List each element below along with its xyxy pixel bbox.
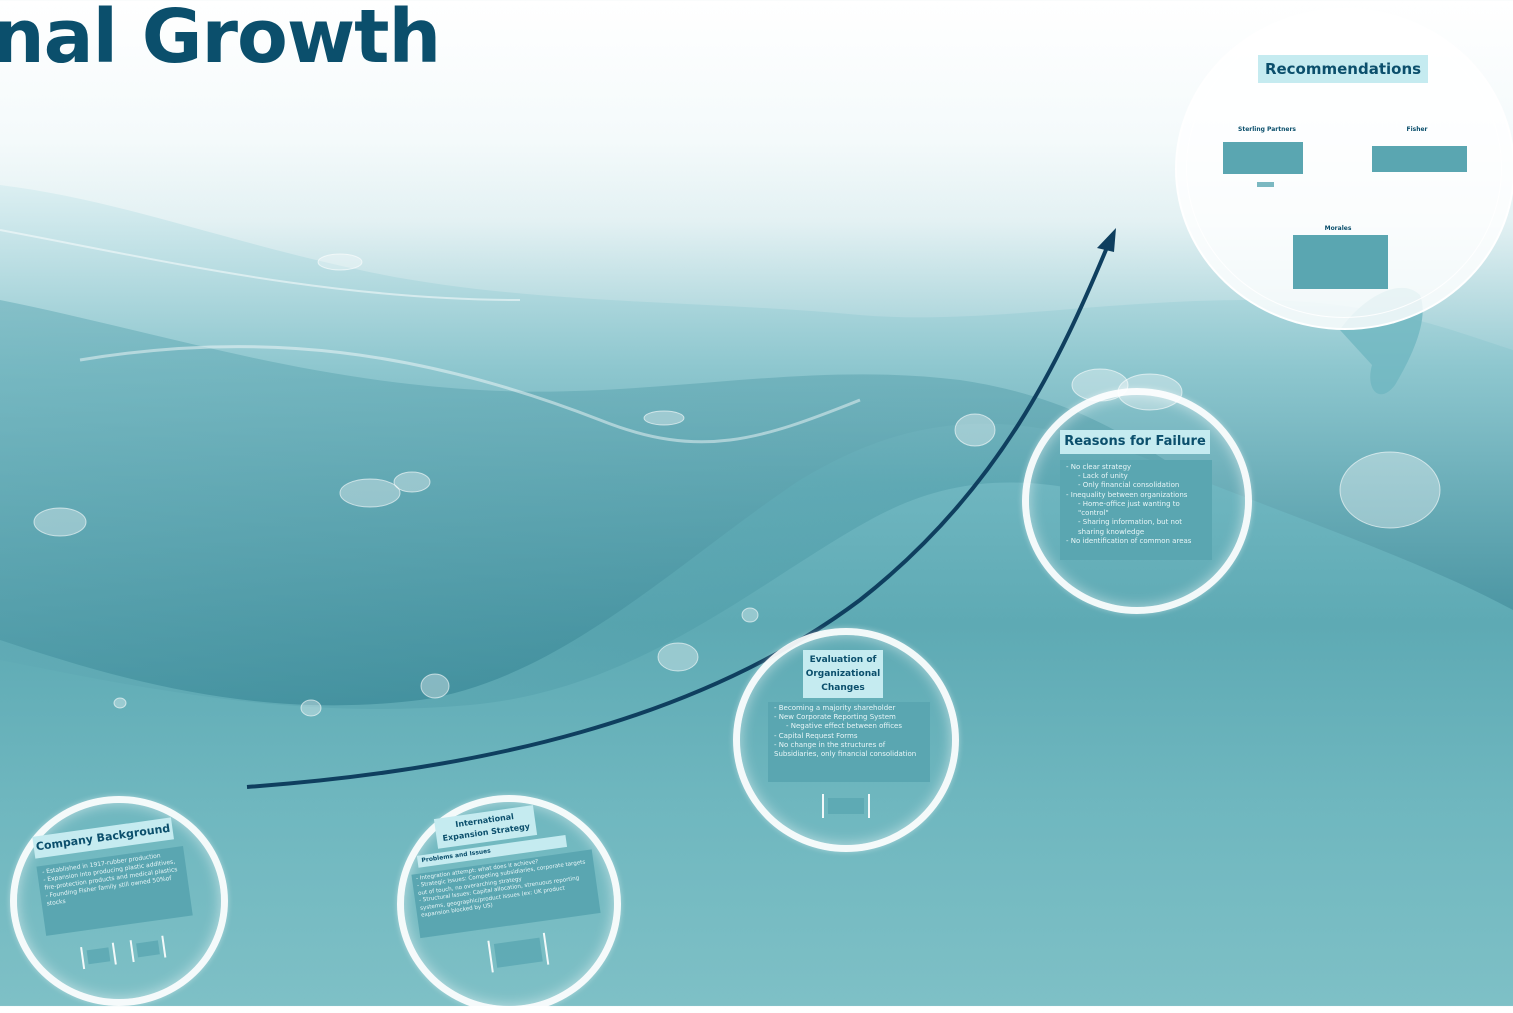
morales-card[interactable] bbox=[1293, 235, 1388, 289]
wave-highlight bbox=[0, 229, 521, 301]
reasons-circle[interactable] bbox=[1022, 388, 1252, 614]
growth-arrow-head bbox=[1097, 228, 1116, 252]
sterling-partners-heading: Sterling Partners bbox=[1238, 126, 1296, 133]
reasons-item: - No identification of common areas bbox=[1066, 536, 1192, 545]
fisher-heading: Fisher bbox=[1406, 126, 1428, 133]
reasons-item: - No clear strategy bbox=[1066, 463, 1132, 471]
expansion-mini-frame[interactable] bbox=[487, 932, 550, 973]
growth-arrow bbox=[246, 244, 1110, 789]
fisher-card[interactable] bbox=[1372, 146, 1467, 172]
evaluation-item: - New Corporate Reporting System bbox=[774, 713, 896, 722]
background-mini-frame[interactable] bbox=[129, 935, 167, 963]
evaluation-heading[interactable]: Evaluation of Organizational Changes bbox=[803, 650, 883, 698]
expansion-group: International Expansion Strategy Problem… bbox=[398, 794, 613, 1009]
background-mini-frame[interactable] bbox=[80, 942, 117, 970]
reasons-card[interactable]: - No clear strategy - Lack of unity - On… bbox=[1060, 460, 1212, 560]
background-group: Company Background - Established in 1917… bbox=[9, 804, 221, 999]
page-title: nal Growth bbox=[0, 0, 441, 80]
reasons-heading[interactable]: Reasons for Failure bbox=[1060, 430, 1210, 454]
recommendations-frame-inner bbox=[1186, 18, 1502, 318]
reasons-item: - Sharing information, but not sharing k… bbox=[1078, 518, 1183, 536]
evaluation-circle[interactable] bbox=[733, 628, 959, 852]
sterling-partners-card[interactable] bbox=[1223, 142, 1303, 174]
evaluation-item: - No change in the structures of Subsidi… bbox=[774, 740, 917, 759]
evaluation-item: - Capital Request Forms bbox=[774, 731, 858, 740]
reasons-item: - Home-office just wanting to "control" bbox=[1078, 499, 1180, 518]
reasons-item: - Inequality between organizations bbox=[1066, 490, 1188, 499]
evaluation-mini-frame[interactable] bbox=[822, 794, 870, 818]
sterling-partners-mini bbox=[1257, 182, 1274, 187]
wave-highlight bbox=[79, 345, 861, 444]
evaluation-item: - Negative effect between offices bbox=[786, 722, 902, 731]
recommendations-heading[interactable]: Recommendations bbox=[1258, 55, 1428, 83]
evaluation-card[interactable]: - Becoming a majority shareholder - New … bbox=[768, 702, 930, 782]
reasons-item: - Only financial consolidation bbox=[1078, 481, 1180, 490]
reasons-item: - Lack of unity bbox=[1078, 472, 1128, 481]
wave-body bbox=[0, 300, 1180, 709]
background-card[interactable]: - Established in 1917-rubber production … bbox=[36, 845, 193, 936]
morales-heading: Morales bbox=[1324, 225, 1352, 232]
background-circle[interactable] bbox=[10, 796, 228, 1006]
evaluation-item: - Becoming a majority shareholder bbox=[774, 704, 896, 712]
